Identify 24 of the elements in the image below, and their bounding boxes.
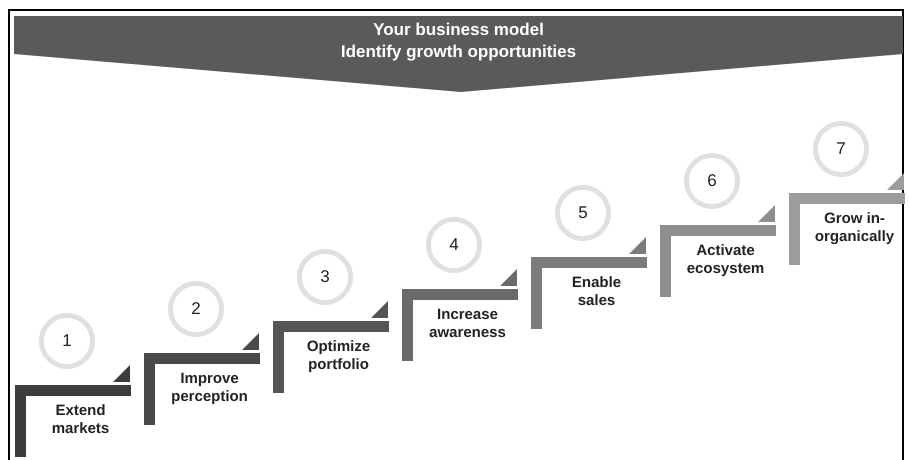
banner-heading: Identify growth opportunities: [340, 41, 576, 63]
step-label: Improve perception: [170, 370, 249, 406]
banner-chevron: [14, 16, 903, 92]
step-label: Activate ecosystem: [686, 242, 766, 278]
step-number: 4: [449, 234, 459, 256]
step-number: 2: [191, 298, 201, 320]
step-bracket: [531, 257, 647, 329]
step-bracket: [660, 225, 776, 297]
step-bracket: [402, 289, 518, 361]
step-number: 3: [320, 266, 330, 288]
step-label: Enable sales: [570, 274, 622, 310]
step-label: Grow in-organically: [814, 210, 896, 246]
banner-heading: Your business model: [373, 19, 544, 41]
step-label: Optimize portfolio: [306, 338, 372, 374]
step-number: 7: [836, 138, 846, 160]
step-number: 1: [62, 330, 72, 352]
step-number: 6: [707, 170, 717, 192]
step-number: 5: [578, 202, 588, 224]
step-bracket: [273, 321, 389, 393]
step-label: Extend markets: [50, 402, 110, 438]
step-label: Increase awareness: [428, 306, 507, 342]
step-bracket: [144, 353, 260, 425]
step-bracket: [789, 193, 905, 265]
step-bracket: [15, 385, 131, 457]
